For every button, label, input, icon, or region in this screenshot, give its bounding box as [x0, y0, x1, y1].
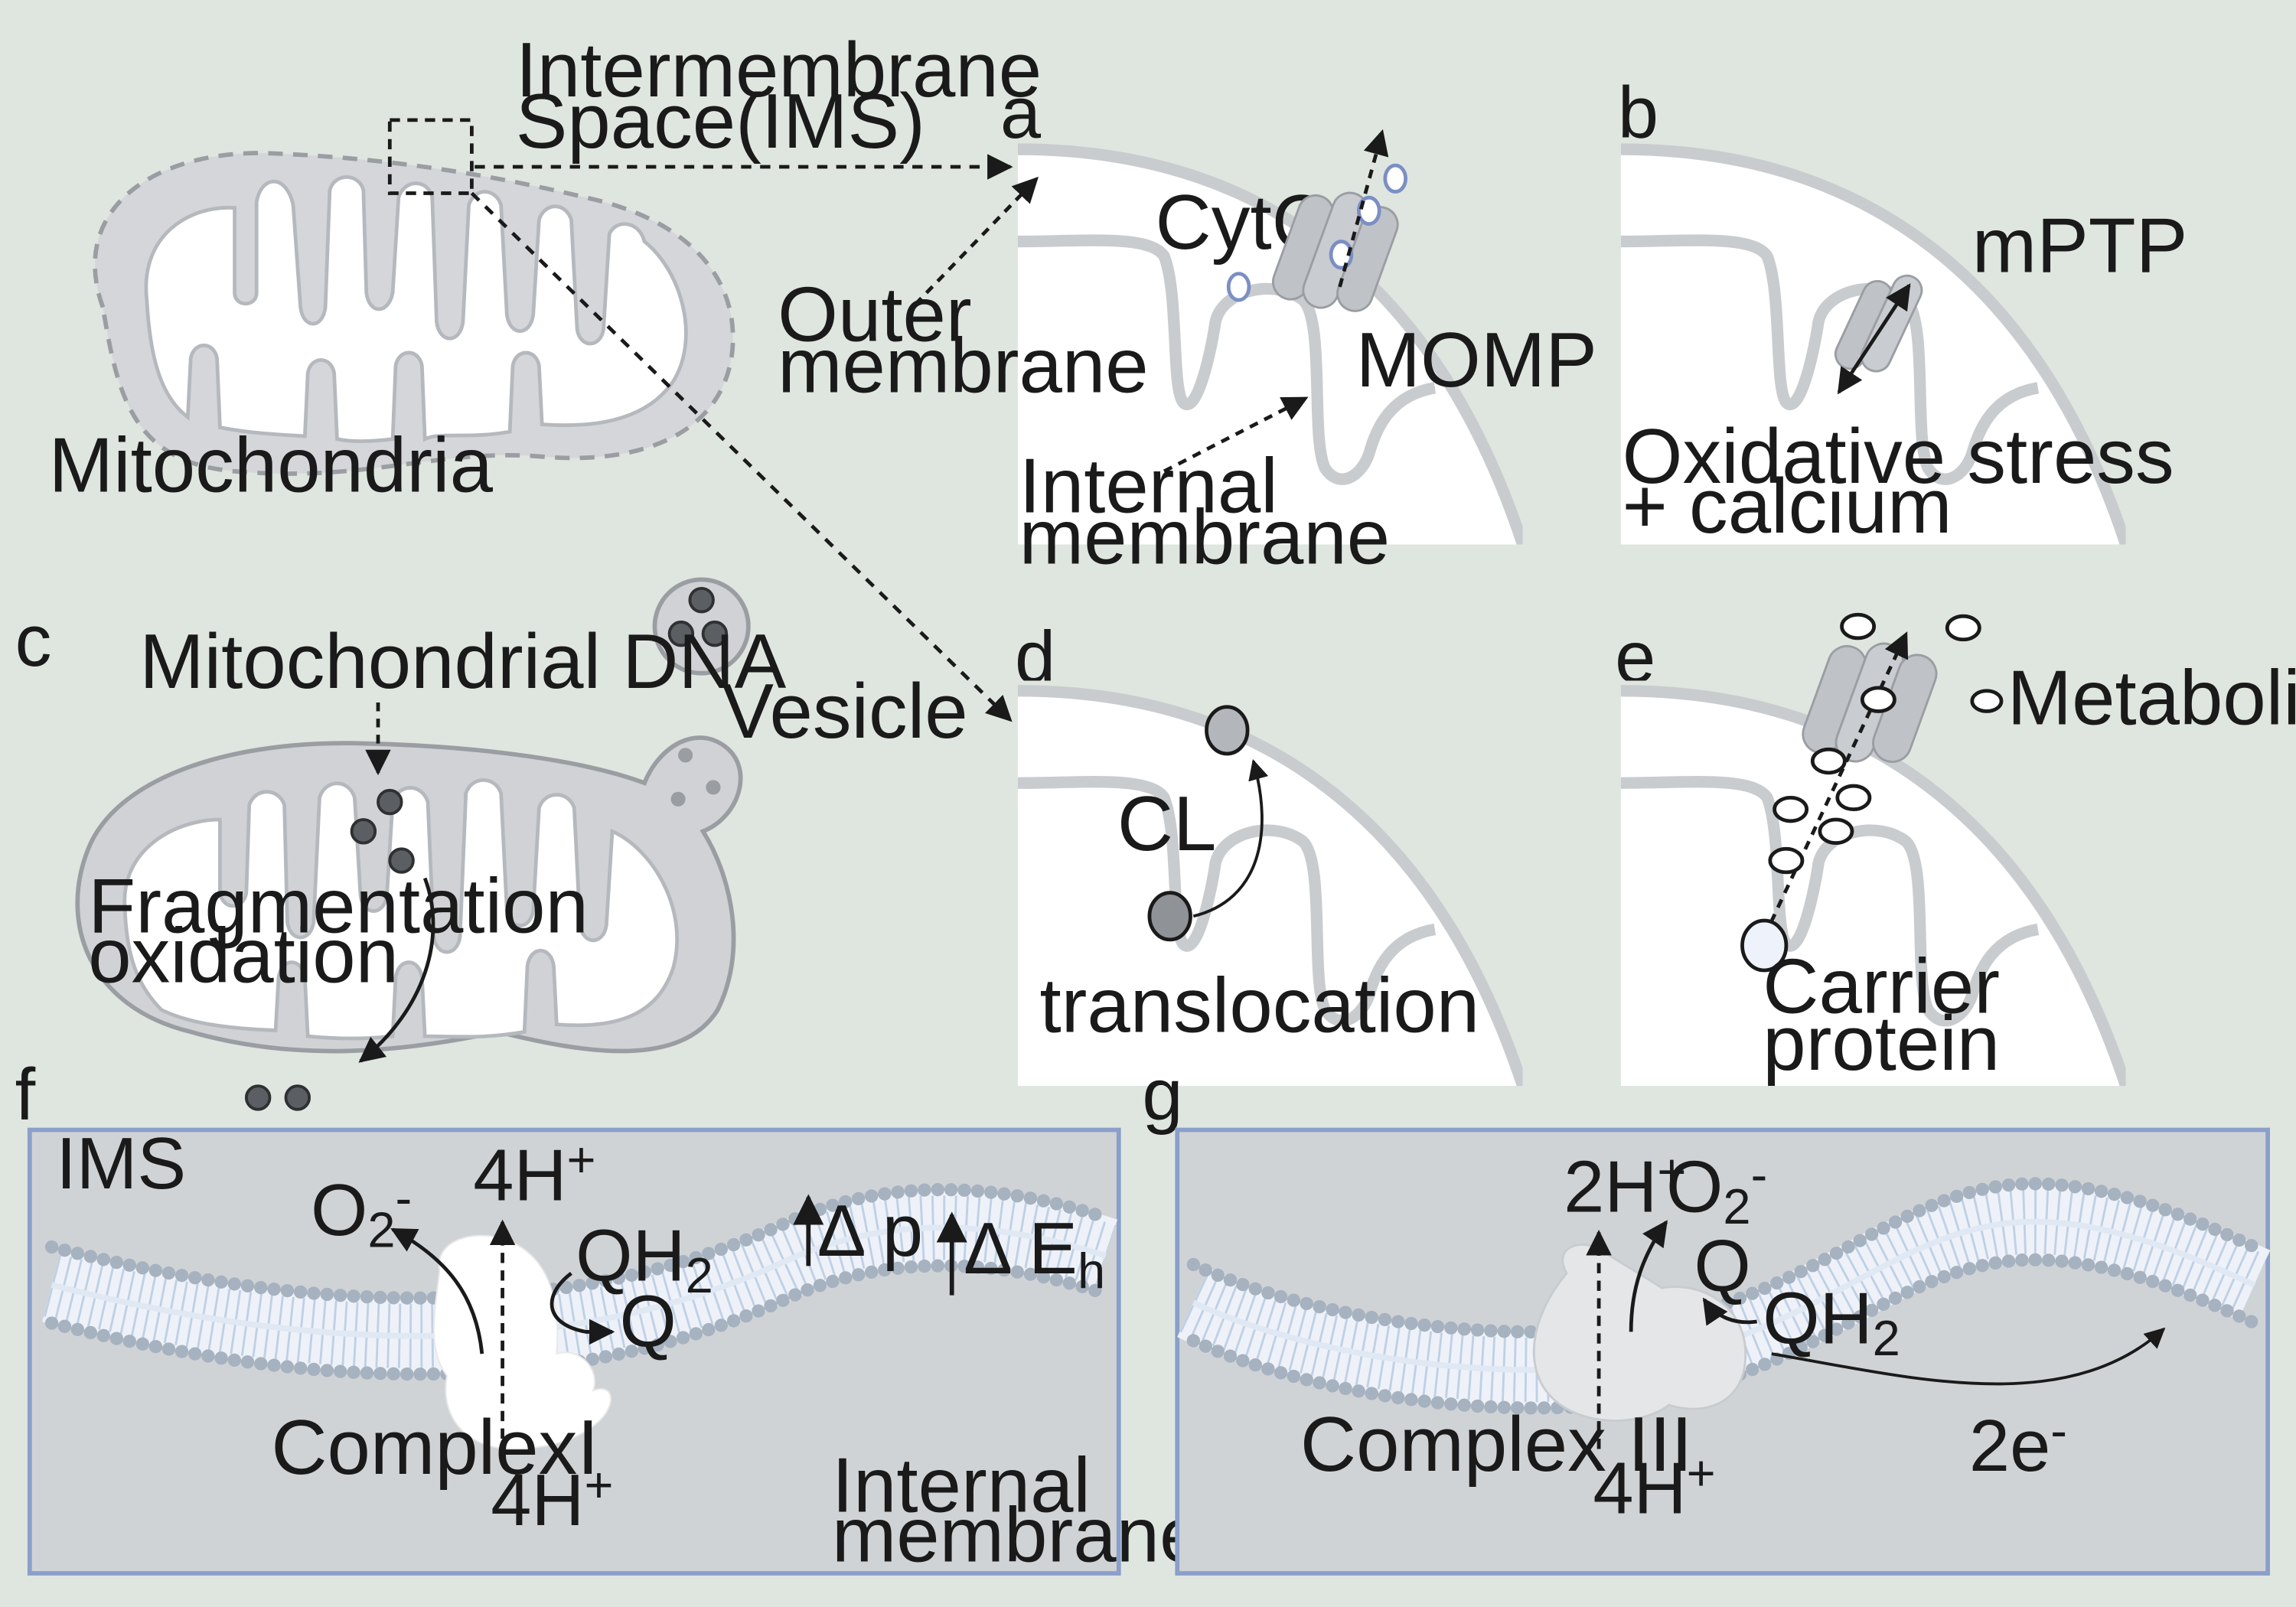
ims-label-line1: Intermembrane [516, 27, 1042, 113]
complex-i-label: ComplexI [271, 1404, 598, 1491]
outer-membrane-arrow [914, 176, 1039, 306]
g-superoxide-arrow [1629, 1220, 1668, 1332]
g-4h-label: 4H+ [1593, 1445, 1715, 1530]
f-internal-membrane-label-line1: Internal [832, 1442, 1091, 1529]
metabolites-label: Metabolites [2007, 655, 2296, 742]
cytc-molecule [1329, 240, 1354, 270]
zoom-box [387, 118, 474, 195]
mptp-bidirectional-arrow [1837, 283, 1911, 395]
cardiolipin-inner [1147, 891, 1192, 942]
g-q-label: Q [1694, 1225, 1750, 1307]
panel-letter-c: c [15, 600, 52, 682]
released-mtdna [244, 1084, 272, 1111]
ims-label-line2: Space(IMS) [516, 78, 925, 165]
g-2h-label: 2H+ [1564, 1143, 1686, 1228]
fragmentation-label-line1: Fragmentation [88, 862, 589, 949]
translocation-arrow [1192, 758, 1269, 918]
complex-iii-label: Complex III [1300, 1401, 1693, 1488]
cytc-molecule [1226, 272, 1251, 302]
mitochondrion-illustration [93, 118, 735, 476]
vesicle-label: Vesicle [722, 668, 967, 755]
fragmenting-mitochondrion [75, 735, 743, 1054]
mtdna-particle [377, 788, 403, 816]
metabolite-transport-arrow [1763, 631, 1909, 938]
delta-p-label: Δ p [817, 1190, 923, 1272]
cl-label: CL [1117, 781, 1217, 867]
cardiolipin-outer [1205, 705, 1250, 756]
cytc-release-arrow [1338, 129, 1389, 288]
delta-e-label: Δ Eh [964, 1208, 1105, 1299]
f-qh2-to-q-arrow [550, 1272, 615, 1345]
carrier-protein [1740, 918, 1789, 973]
f-qh2-label: QH2 [576, 1214, 713, 1302]
translocation-label: translocation [1039, 962, 1479, 1048]
vesicle-content [670, 791, 686, 807]
f-q-label: Q [620, 1281, 677, 1363]
metabolite-particles [1768, 612, 2004, 875]
released-mtdna [284, 1084, 311, 1111]
released-vesicle [652, 577, 751, 676]
f-4h-top-label: 4H+ [473, 1132, 595, 1217]
g-o2-label: O2- [1666, 1146, 1767, 1234]
cytc-molecule [1383, 163, 1408, 194]
lipid-bilayer-f [42, 1183, 1117, 1381]
g-2e-label: 2e- [1969, 1403, 2067, 1488]
panel-letter-f: f [15, 1054, 36, 1136]
zoom-arrow-d [470, 191, 1013, 722]
internal-membrane-arrow [1163, 396, 1309, 473]
outer-membrane-label-line1: Outer [778, 272, 971, 358]
momp-label: MOMP [1356, 317, 1597, 403]
fragmentation-label-line2: oxidation [88, 912, 399, 999]
vesicle-content [678, 748, 693, 763]
g-qh2-to-q-arrow [1702, 1297, 1757, 1326]
g-qh2-label: QH2 [1763, 1278, 1900, 1366]
mptp-label: mPTP [1972, 203, 2188, 289]
vesicle-content [706, 780, 721, 795]
f-4h-bottom-label: 4H+ [491, 1456, 613, 1541]
mtdna-release-arrow [358, 877, 435, 1063]
panel-letter-g: g [1142, 1054, 1182, 1136]
carrier-protein-label-line1: Carrier [1763, 943, 2000, 1029]
internal-membrane-label-line2: membrane [1019, 494, 1390, 580]
ims-box-label: IMS [56, 1123, 186, 1204]
oxidative-stress-label-line2: + calcium [1623, 463, 1952, 549]
panel-d-membrane [1017, 680, 1523, 1087]
oxidative-stress-label-line1: Oxidative stress [1623, 413, 2174, 500]
complex-i-protein [432, 1234, 612, 1450]
mitochondrial-dna-label: Mitochondrial DNA [139, 618, 786, 705]
f-internal-membrane-label-line2: membrane [832, 1492, 1202, 1579]
g-electron-arrow [1771, 1327, 2166, 1386]
mitochondria-label: Mitochondria [49, 422, 494, 509]
mtdna-particle [350, 818, 377, 845]
outer-membrane-label-line2: membrane [778, 323, 1148, 409]
lipid-bilayer-g [1177, 1177, 2271, 1415]
internal-membrane-label-line1: Internal [1019, 442, 1278, 529]
panel-e-membrane [1620, 680, 2126, 1087]
mtdna-particle [388, 847, 415, 874]
carrier-protein-label-line2: protein [1763, 1000, 2000, 1087]
f-superoxide-arrow [390, 1227, 484, 1354]
